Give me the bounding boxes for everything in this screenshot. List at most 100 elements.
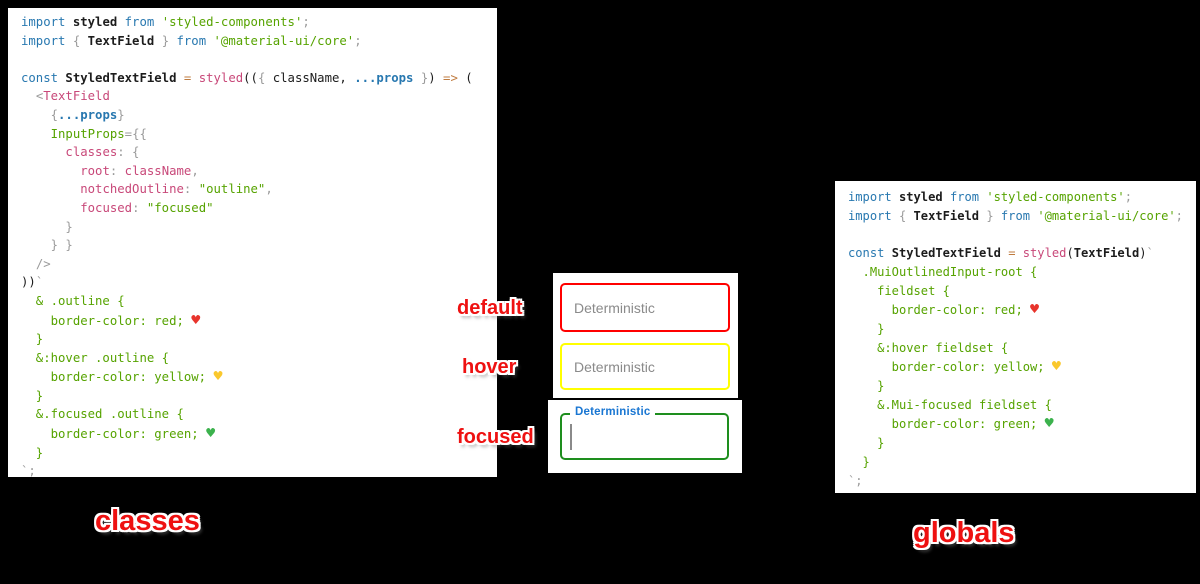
heart-icon-yellow: ♥ [213, 367, 223, 386]
heart-icon-green: ♥ [206, 424, 216, 443]
code-token [21, 127, 51, 141]
code-token: const [21, 70, 66, 85]
code-token: } [848, 321, 885, 336]
code-token: ( [1066, 246, 1074, 261]
code-token: & .outline { [21, 293, 125, 308]
code-token: root [80, 163, 110, 178]
code-token: const [848, 246, 892, 261]
code-token: ` [35, 275, 44, 290]
code-token: ; [354, 33, 362, 48]
code-lines: import styled from 'styled-components';i… [848, 188, 1196, 490]
code-token: import [21, 15, 73, 29]
code-token: className [124, 163, 192, 178]
code-token: = [183, 70, 199, 85]
code-token: import [21, 33, 73, 48]
caption-classes: classes [95, 505, 200, 537]
code-token: classes [65, 145, 118, 160]
code-token: ; [1124, 190, 1132, 204]
code-line: import styled from 'styled-components'; [848, 188, 1196, 207]
code-token: TextField [913, 208, 987, 223]
textfield-placeholder: Deterministic [574, 299, 655, 316]
code-line: fieldset { [848, 282, 1196, 301]
code-line: } [21, 330, 497, 349]
heart-icon-green: ♥ [1044, 414, 1054, 433]
code-lines: import styled from 'styled-components';i… [21, 13, 497, 477]
code-token: focused [80, 200, 133, 215]
textfield-hover[interactable]: Deterministic [560, 343, 730, 390]
code-line: ))` [21, 273, 497, 292]
code-token: (( [243, 70, 258, 85]
code-line: <TextField [21, 87, 497, 106]
code-token: styled [72, 15, 125, 29]
code-token: import [848, 208, 899, 223]
code-line: } [21, 444, 497, 463]
code-token: TextField [43, 89, 110, 104]
code-token [21, 182, 80, 196]
caption-globals: globals [913, 517, 1015, 549]
code-line: import { TextField } from '@material-ui/… [21, 32, 497, 51]
code-line [848, 225, 1196, 244]
code-token: } [65, 219, 73, 234]
code-token: : [183, 182, 199, 197]
code-line: } } [21, 236, 497, 255]
code-line: root: className, [21, 162, 497, 181]
code-line: notchedOutline: "outline", [21, 180, 497, 199]
code-token: = [1008, 246, 1023, 261]
code-token: '@material-ui/core' [213, 33, 355, 48]
textfield-focused[interactable]: Deterministic [560, 406, 729, 460]
code-line: } [848, 377, 1196, 396]
code-token [21, 257, 36, 271]
code-line: const StyledTextField = styled(TextField… [848, 244, 1196, 263]
heart-icon-red: ♥ [1030, 300, 1040, 319]
code-token: } [21, 445, 44, 460]
code-token: InputProps [50, 126, 125, 141]
code-token: from [949, 190, 987, 204]
code-token: ` [1146, 246, 1154, 261]
textfield-default[interactable]: Deterministic [560, 283, 730, 332]
code-token: : [132, 200, 147, 215]
state-label-default: default [457, 297, 523, 319]
code-token: { [257, 70, 273, 85]
code-line: } [21, 218, 497, 237]
code-token: ; [302, 15, 310, 29]
textfield-placeholder: Deterministic [574, 358, 655, 375]
code-token: )) [21, 275, 36, 290]
code-token: ) [1139, 246, 1147, 261]
code-token: border-color: red; [21, 313, 192, 328]
code-token: } [848, 379, 885, 394]
code-token: ...props [354, 70, 421, 85]
code-token: ; [1175, 208, 1183, 223]
code-token: } [161, 33, 177, 48]
code-line: import styled from 'styled-components'; [21, 13, 497, 32]
code-token: className, [272, 70, 355, 85]
text-cursor [570, 424, 572, 450]
code-line: border-color: red; ♥ [21, 311, 497, 331]
code-line: border-color: yellow; ♥ [848, 357, 1196, 377]
code-token: } [986, 208, 1001, 223]
code-token: } [21, 388, 44, 403]
code-line: `; [848, 472, 1196, 491]
code-token: .MuiOutlinedInput-root { [848, 264, 1038, 279]
code-token: { [50, 107, 59, 122]
code-token: import [848, 190, 899, 204]
code-token [21, 164, 80, 178]
code-token: notchedOutline [80, 182, 184, 197]
code-line: border-color: yellow; ♥ [21, 367, 497, 387]
code-token: from [1000, 208, 1038, 223]
code-token: TextField [87, 33, 162, 48]
code-token: from [176, 33, 214, 48]
code-token: => [443, 70, 466, 85]
code-token: StyledTextField [891, 246, 1009, 261]
code-token: "focused" [146, 200, 214, 215]
code-token: border-color: yellow; [21, 370, 214, 385]
code-token: &.Mui-focused fieldset { [848, 397, 1052, 412]
code-token: , [191, 163, 199, 178]
code-token: 'styled-components' [986, 190, 1125, 204]
globals-code-panel: import styled from 'styled-components';i… [835, 181, 1196, 493]
code-token: ) [428, 70, 444, 85]
code-line: } [848, 434, 1196, 453]
code-token: { [898, 208, 914, 223]
code-token: `; [21, 464, 36, 477]
code-token: } } [50, 238, 73, 253]
